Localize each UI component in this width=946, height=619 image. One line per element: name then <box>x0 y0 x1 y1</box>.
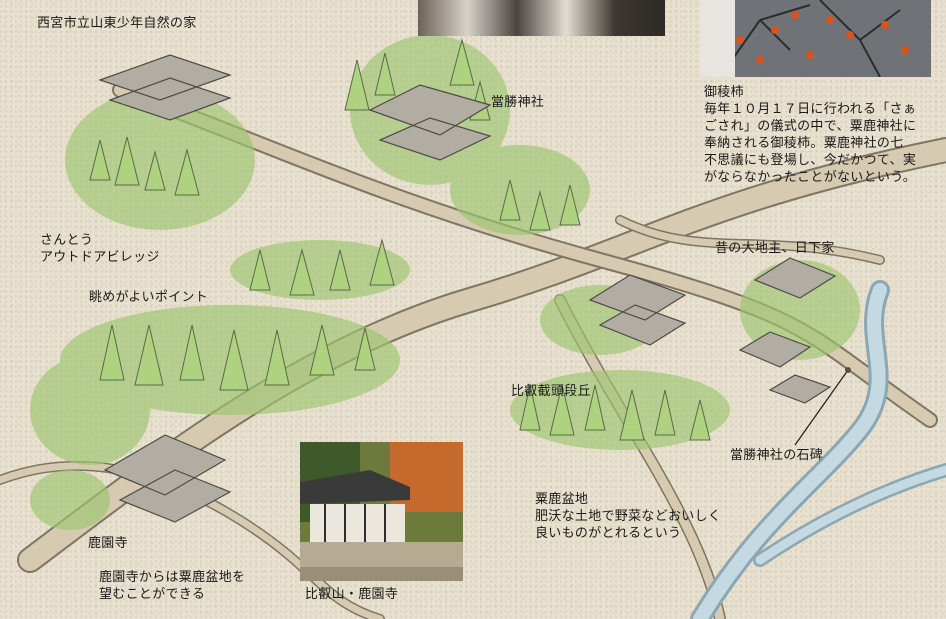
temple-photo <box>300 442 463 581</box>
rokuon-temple-building <box>103 434 232 523</box>
hiei-hill-label: 比叡截頭段丘 <box>511 384 591 399</box>
toshou-shrine-label: 當勝神社 <box>491 95 545 110</box>
buildings <box>98 54 837 523</box>
persimmon-description: 毎年１０月１７日に行われる「さぁ ごされ」の儀式の中で、粟鹿神社に 奉納される御… <box>704 102 917 185</box>
kusaka-house-building <box>738 257 837 404</box>
persimmon-tree-icon <box>700 0 931 77</box>
awaga-basin-label: 粟鹿盆地 肥沃な土地で野菜などおいしく 良いものがとれるという <box>535 492 722 541</box>
nature-house-building <box>98 54 232 121</box>
persimmon-photo <box>700 0 931 77</box>
road-east-fill <box>616 216 884 264</box>
photo-caption: 比叡山・鹿園寺 <box>305 587 399 602</box>
rokuon-temple-label: 鹿園寺 <box>88 536 128 551</box>
sandou-village-label: さんとう アウトドアビレッジ <box>40 233 160 265</box>
kusaka-house-label: 昔の大地主、日下家 <box>715 241 835 256</box>
toshou-shrine-building <box>368 84 492 161</box>
toshou-stone-label: 當勝神社の石碑 <box>730 448 824 463</box>
temple-building-icon <box>300 442 463 581</box>
nature-house-label: 西宮市立山東少年自然の家 <box>37 16 197 31</box>
stone-marker-dot <box>845 367 851 373</box>
road-west-fill <box>0 462 384 619</box>
people-photo <box>418 0 665 36</box>
rokuon-view-label: 鹿園寺からは粟鹿盆地を 望むことができる <box>99 570 246 602</box>
stone-marker-pointer <box>794 369 849 446</box>
persimmon-title: 御稜柿 <box>704 85 744 100</box>
view-point-label: 眺めがよいポイント <box>89 290 209 305</box>
river <box>690 280 946 619</box>
hiei-building <box>588 274 687 346</box>
